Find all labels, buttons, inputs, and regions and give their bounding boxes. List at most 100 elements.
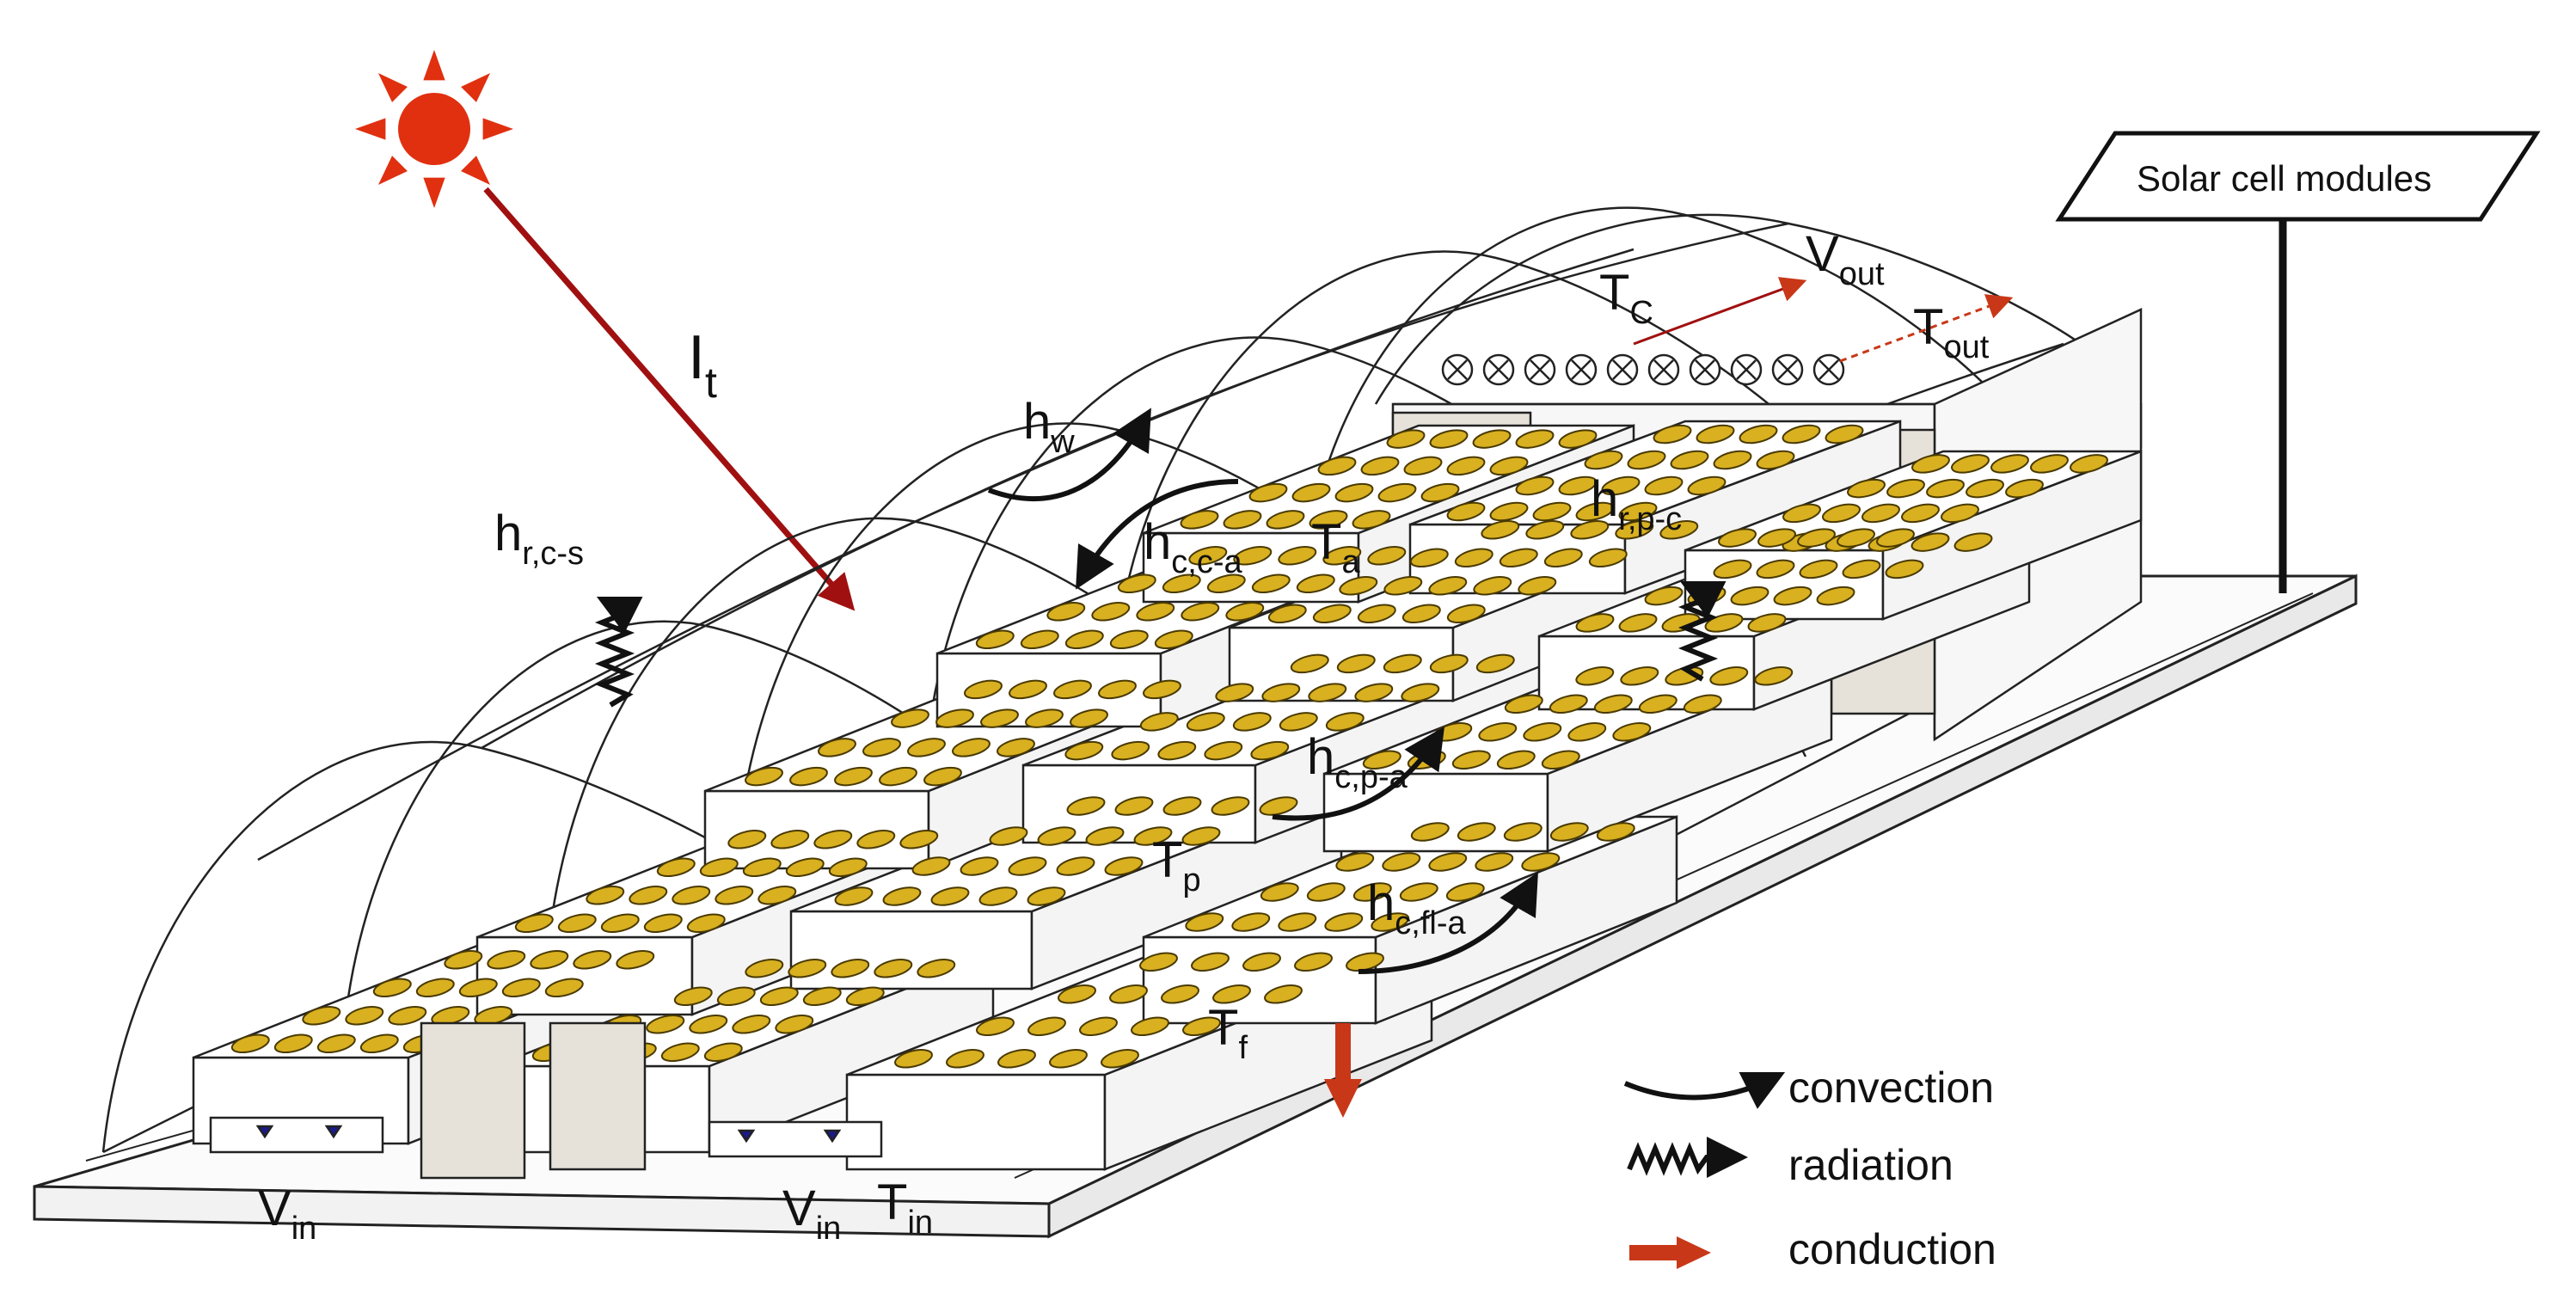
bean-icon [616,950,655,970]
bean-icon [1504,694,1543,714]
bean-icon [828,857,868,878]
solar-radiation-ray [483,187,856,611]
conduction-legend-icon [1629,1236,1711,1269]
bean-icon [1401,683,1440,702]
bean-icon [458,978,498,998]
bean-icon [1445,882,1485,902]
bean-icon [544,978,584,998]
bean-icon [1206,573,1246,594]
bean-icon [1489,456,1529,476]
bean-icon [1066,796,1106,816]
bean-icon [1354,683,1394,702]
sun-ray-icon [423,50,445,81]
bean-icon [1754,666,1794,686]
bean-icon [316,1033,356,1054]
bean-icon [1251,573,1291,594]
bean-icon [1360,456,1400,476]
bean-icon [1027,886,1066,906]
bean-icon [689,1015,728,1034]
bean-icon [997,1049,1036,1069]
bean-icon [1215,683,1254,702]
bean-icon [1020,629,1059,650]
bean-icon [1232,712,1272,732]
bean-icon [1687,475,1727,496]
bean-icon [1503,822,1543,842]
bean-icon [1543,548,1583,568]
bean-icon [629,886,668,905]
bean-icon [1951,454,1990,474]
bean-icon [1481,520,1520,540]
bean-icon [874,959,913,978]
bean-icon [1429,429,1469,449]
bean-icon [1670,450,1709,470]
bean-icon [1570,520,1610,540]
bean-icon [1046,602,1086,622]
bean-icon [917,959,956,978]
bean-icon [1357,604,1396,624]
bean-icon [514,913,554,934]
bean-icon [1091,602,1131,622]
bean-icon [673,986,713,1007]
bean-icon [1842,559,1881,579]
bean-icon [1334,482,1374,503]
bean-icon [1816,586,1855,606]
inlet-velocity-right-label: Vin [782,1180,841,1247]
bean-icon [643,913,683,934]
bean-icon [960,856,999,876]
bean-icon [715,886,754,905]
bean-icon [1549,694,1588,714]
bean-icon [1185,912,1224,932]
bean-icon [952,738,991,757]
bean-icon [785,857,825,878]
bean-icon [1136,602,1175,622]
outlet-temp-label: Tout [1913,299,1990,365]
bean-icon [1079,1016,1118,1037]
bean-icon [1104,856,1144,876]
bean-icon [1336,653,1376,674]
bean-icon [1162,796,1202,816]
bean-icon [2005,478,2044,499]
bean-icon [573,950,612,970]
bean-icon [834,886,874,906]
solar-cell-modules: Solar cell modules [2055,131,2541,593]
bean-icon [1212,984,1251,1004]
bean-icon [345,1006,384,1026]
sun-ray-icon [423,177,445,208]
bean-icon [1114,796,1154,816]
legend-conduction: conduction [1788,1225,1996,1273]
bean-icon [1278,546,1317,566]
bean-icon [1261,683,1301,702]
bean-icon [1822,503,1861,524]
bean-icon [1403,456,1443,476]
bean-icon [1377,482,1417,503]
bean-icon [1382,852,1421,872]
bean-icon [1420,482,1460,503]
bean-icon [1489,501,1529,522]
bean-icon [923,766,962,787]
bean-icon [1618,613,1658,633]
bean-icon [831,959,870,978]
bean-icon [699,857,739,878]
bean-icon [1191,952,1230,972]
bean-icon [911,856,951,876]
sun-icon [355,50,513,208]
bean-icon [1058,984,1096,1004]
bean-icon [1713,450,1752,470]
bean-icon [1966,478,2004,499]
bean-icon [1475,653,1515,674]
bean-icon [1143,679,1181,700]
bean-icon [856,830,896,849]
bean-icon [1747,613,1787,633]
bean-icon [770,830,810,849]
bean-icon [1620,666,1659,686]
bean-icon [1451,750,1491,770]
bean-icon [789,766,828,787]
bean-icon [1901,503,1940,524]
bean-icon [1588,548,1628,568]
air-temp-label: Ta [1311,514,1360,580]
bean-icon [1111,740,1150,761]
bean-icon [978,886,1018,906]
bean-icon [1696,424,1735,445]
bean-icon [415,978,455,998]
